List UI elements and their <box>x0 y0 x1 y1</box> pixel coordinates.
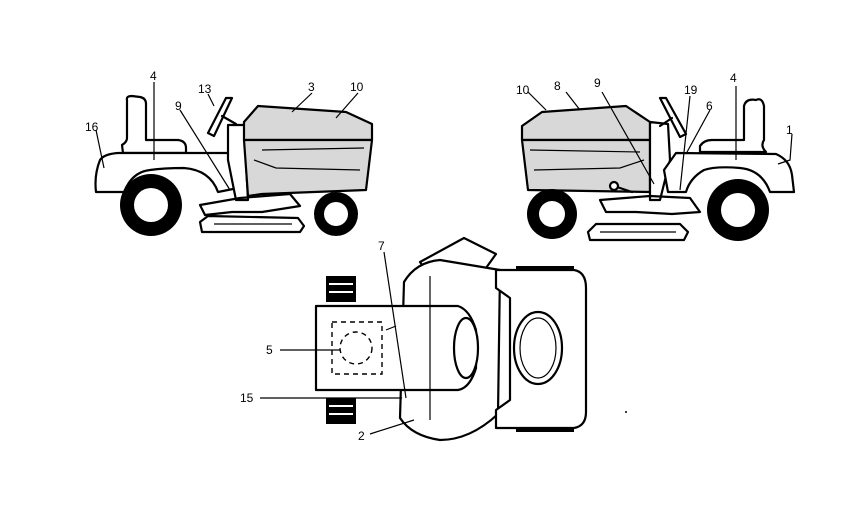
fender-body <box>662 151 796 194</box>
shift-knob <box>608 180 620 192</box>
tractor-left-side-view: 16 4 13 9 3 10 <box>85 69 374 236</box>
dash-top <box>452 316 480 380</box>
callout-9: 9 <box>175 99 182 113</box>
callout-10: 10 <box>350 80 364 94</box>
front-wheel <box>527 189 577 239</box>
steering-column <box>658 116 674 128</box>
callout-7: 7 <box>378 239 385 253</box>
seat <box>698 98 768 154</box>
steering-column <box>220 114 238 126</box>
callout-3: 3 <box>308 80 315 94</box>
callout-6: 6 <box>706 99 713 113</box>
dash-tower <box>226 123 250 202</box>
rear-wheel <box>707 179 769 241</box>
callout-5: 5 <box>266 343 273 357</box>
seat <box>120 94 188 155</box>
hood-side-panel <box>520 138 652 194</box>
rear-left-tire-top <box>326 276 356 302</box>
tractor-top-view: 7 5 15 2 <box>240 236 588 443</box>
callout-2: 2 <box>358 429 365 443</box>
callout-10: 10 <box>516 83 530 97</box>
hood <box>242 104 374 142</box>
seat-decal-area <box>331 321 383 375</box>
callout-15: 15 <box>240 391 254 405</box>
steering-wheel <box>206 96 234 138</box>
callout-8: 8 <box>554 79 561 93</box>
callout-19: 19 <box>684 83 698 97</box>
callout-13: 13 <box>198 82 212 96</box>
callout-4: 4 <box>150 69 157 83</box>
callout-9: 9 <box>594 76 601 90</box>
callout-16: 16 <box>85 120 99 134</box>
callout-1: 1 <box>786 123 793 137</box>
tractor-right-side-view: 10 8 9 19 6 4 1 <box>516 71 796 242</box>
hood <box>520 104 652 142</box>
hood-emblem-top <box>512 310 564 386</box>
rear-right-tire-top <box>326 398 356 424</box>
stray-dot <box>625 411 627 413</box>
frame-rail <box>198 192 302 217</box>
fender-body <box>94 151 240 194</box>
rear-wheel <box>120 174 182 236</box>
front-wheel <box>314 192 358 236</box>
frame-rail <box>598 194 702 216</box>
callout-4: 4 <box>730 71 737 85</box>
hood-side-panel <box>242 138 374 198</box>
